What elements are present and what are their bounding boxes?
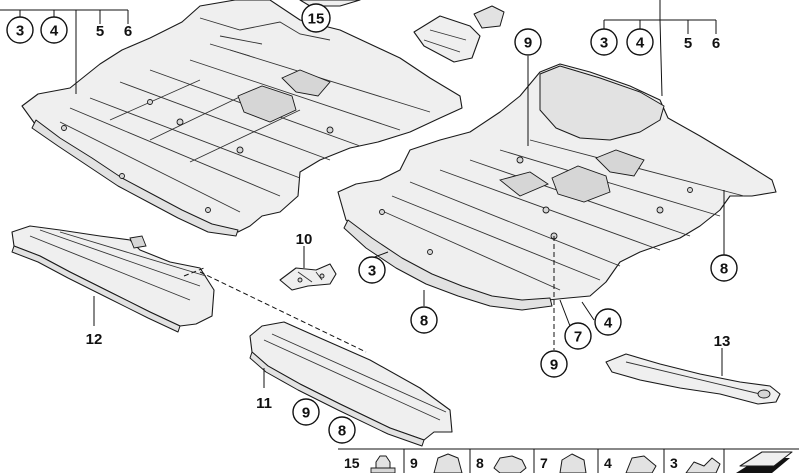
bracket-part-10 <box>279 263 337 291</box>
clip-icon <box>685 457 721 473</box>
strip-cell-7: 7 <box>540 453 587 473</box>
nut-icon <box>493 455 527 473</box>
underbody-panel-left <box>21 0 463 237</box>
callout-9-top: 9 <box>514 28 542 56</box>
label-6-left: 6 <box>124 23 132 40</box>
trim-panel-part-11 <box>249 321 453 447</box>
callout-4-left: 4 <box>40 16 68 44</box>
label-13: 13 <box>714 333 731 350</box>
strip-cell-blank <box>736 451 793 473</box>
strip-cell-9: 9 <box>410 453 463 473</box>
parts-strip: 15 9 8 7 4 3 <box>338 448 799 473</box>
side-duct-part-12 <box>11 225 215 333</box>
label-11: 11 <box>256 395 272 412</box>
svg-text:8: 8 <box>476 455 484 471</box>
grommet-top <box>473 5 505 29</box>
cover-piece-top <box>413 15 481 63</box>
callout-3-mid: 3 <box>358 256 386 284</box>
callout-3-left: 3 <box>6 16 34 44</box>
svg-text:4: 4 <box>50 23 59 40</box>
svg-text:4: 4 <box>604 455 612 471</box>
callout-3-right: 3 <box>590 28 618 56</box>
svg-text:4: 4 <box>604 315 613 332</box>
callout-8-mid: 8 <box>410 306 438 334</box>
strip-cell-3: 3 <box>670 455 721 473</box>
callout-9-lower: 9 <box>540 350 568 378</box>
svg-text:15: 15 <box>344 455 360 471</box>
svg-text:7: 7 <box>574 329 582 346</box>
underbody-panel-right <box>337 63 777 311</box>
svg-text:9: 9 <box>302 405 310 422</box>
svg-text:4: 4 <box>636 35 645 52</box>
svg-text:15: 15 <box>308 11 325 28</box>
svg-text:7: 7 <box>540 455 548 471</box>
callout-15-top: 15 <box>301 3 331 33</box>
svg-text:9: 9 <box>524 35 532 52</box>
svg-text:8: 8 <box>420 313 428 330</box>
strip-cell-8: 8 <box>476 455 527 473</box>
label-5-right: 5 <box>684 35 692 52</box>
svg-text:8: 8 <box>720 261 728 278</box>
callout-8-bottom: 8 <box>328 416 356 444</box>
strip-cell-15: 15 <box>344 455 396 473</box>
callout-8-right: 8 <box>710 254 738 282</box>
label-12: 12 <box>86 331 103 348</box>
label-6-right: 6 <box>712 35 720 52</box>
svg-text:3: 3 <box>16 23 24 40</box>
svg-text:9: 9 <box>550 357 558 374</box>
nut-icon <box>433 453 463 473</box>
label-10: 10 <box>296 231 313 248</box>
cap-nut-icon <box>559 453 587 473</box>
svg-text:3: 3 <box>670 455 678 471</box>
svg-text:3: 3 <box>368 263 376 280</box>
label-5-left: 5 <box>96 23 104 40</box>
callout-4-lower: 4 <box>594 308 622 336</box>
brace-part-13 <box>605 353 781 405</box>
leader-lines <box>0 0 725 388</box>
svg-text:8: 8 <box>338 423 346 440</box>
svg-text:3: 3 <box>600 35 608 52</box>
svg-text:9: 9 <box>410 455 418 471</box>
clip-icon <box>625 455 657 473</box>
callout-9-bottom: 9 <box>292 398 320 426</box>
callout-4-right: 4 <box>626 28 654 56</box>
callout-7-lower: 7 <box>564 322 592 350</box>
strip-cell-4: 4 <box>604 455 657 473</box>
